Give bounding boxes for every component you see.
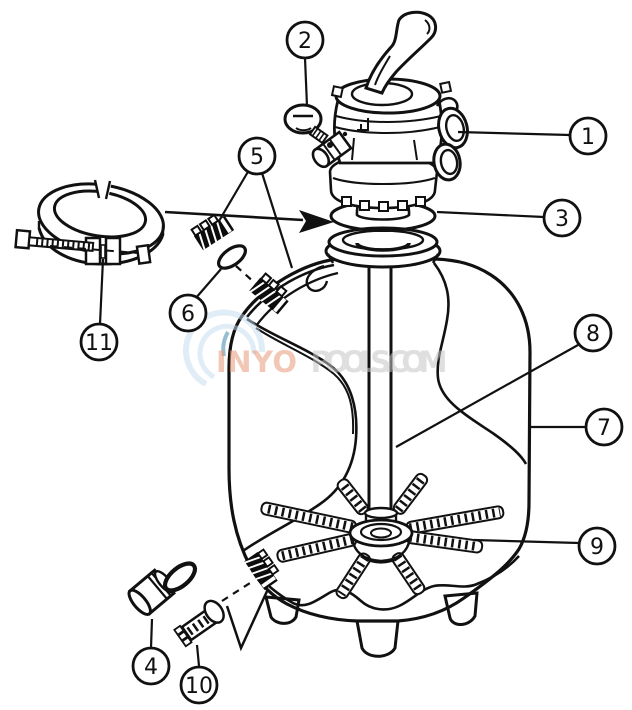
callout-7: 7 xyxy=(584,407,624,447)
lateral-arm xyxy=(335,552,371,600)
leader-line-2 xyxy=(303,57,309,107)
tank-foot-left xyxy=(264,595,301,625)
gauge-stem-tip xyxy=(327,142,333,148)
leader-line-6 xyxy=(194,268,222,300)
leader-line-10 xyxy=(195,644,201,667)
callout-2: 2 xyxy=(285,20,325,60)
tank-neck-flange xyxy=(324,226,442,269)
svg-text:5: 5 xyxy=(250,145,264,170)
svg-text:11: 11 xyxy=(85,331,113,356)
lateral-pointer-line xyxy=(225,588,270,652)
lateral-assembly xyxy=(260,472,505,600)
filter-tank xyxy=(227,257,532,658)
svg-text:3: 3 xyxy=(555,207,569,232)
replacement-lateral-part xyxy=(173,599,225,648)
assembly-direction-arrow xyxy=(164,210,334,233)
cutaway-edge-right xyxy=(432,262,528,465)
lateral-alignment-dashed-line xyxy=(221,582,251,602)
leader-line-8 xyxy=(395,344,579,448)
callout-3: 3 xyxy=(542,198,582,238)
callout-9: 9 xyxy=(577,526,617,566)
bolt-threads xyxy=(35,238,91,251)
drain-cap-assembly xyxy=(127,561,198,616)
leader-line-11 xyxy=(98,258,105,325)
cutaway-edge-top xyxy=(245,263,335,318)
valve-side-port-upper xyxy=(437,106,469,150)
leader-lines xyxy=(98,57,586,667)
lateral-arm xyxy=(391,552,426,596)
callout-10: 10 xyxy=(179,665,219,705)
lateral-hub xyxy=(348,506,414,564)
drain-cap-o-ring xyxy=(162,561,198,593)
plug-o-ring xyxy=(217,244,247,270)
neck-curl-edge xyxy=(305,264,329,292)
callout-11: 11 xyxy=(79,322,119,362)
callout-8: 8 xyxy=(573,313,613,353)
leader-line-5b xyxy=(260,172,294,269)
leader-line-4 xyxy=(149,618,154,649)
svg-text:6: 6 xyxy=(181,302,195,327)
leader-line-9 xyxy=(473,538,580,545)
svg-text:1: 1 xyxy=(581,125,595,150)
callout-4: 4 xyxy=(131,646,171,686)
cutaway-edge-top-inner xyxy=(255,271,339,327)
valve-handle xyxy=(364,10,437,95)
bolt-axis-dashed-line xyxy=(49,245,139,254)
pressure-gauge xyxy=(283,103,333,148)
svg-text:2: 2 xyxy=(298,29,312,54)
tank-foot-center xyxy=(355,619,400,658)
valve-lock-ring xyxy=(328,153,439,212)
plug-alignment-dashed-line xyxy=(235,265,257,285)
standpipe xyxy=(367,256,393,514)
leader-line-5a xyxy=(218,169,250,222)
drain-cap-face xyxy=(127,588,152,616)
cutaway-window-edge-inner xyxy=(255,327,355,435)
clamp-bolt xyxy=(14,228,95,252)
callout-5: 5 xyxy=(237,136,277,176)
svg-text:7: 7 xyxy=(597,416,611,441)
svg-text:4: 4 xyxy=(144,655,158,680)
watermark-text-left: INYO xyxy=(216,345,298,379)
svg-text:10: 10 xyxy=(185,674,213,699)
lateral-o-ring xyxy=(203,599,225,624)
clamp-nut xyxy=(135,243,152,265)
callout-6: 6 xyxy=(168,293,208,333)
tank-bottom-interior xyxy=(249,555,520,611)
svg-text:8: 8 xyxy=(586,322,600,347)
valve-side-port-lower xyxy=(432,142,462,182)
valve-waste-fitting xyxy=(311,130,353,169)
leader-line-1 xyxy=(457,130,571,137)
leader-line-3 xyxy=(436,210,545,219)
watermark-text: INYO POOLS.COM xyxy=(216,345,449,379)
gauge-stem xyxy=(308,125,329,145)
multiport-valve xyxy=(311,10,469,182)
callout-1: 1 xyxy=(568,116,608,156)
tank-foot-right xyxy=(443,591,479,626)
svg-text:9: 9 xyxy=(590,535,604,560)
watermark-text-right: POOLS.COM xyxy=(311,345,449,379)
